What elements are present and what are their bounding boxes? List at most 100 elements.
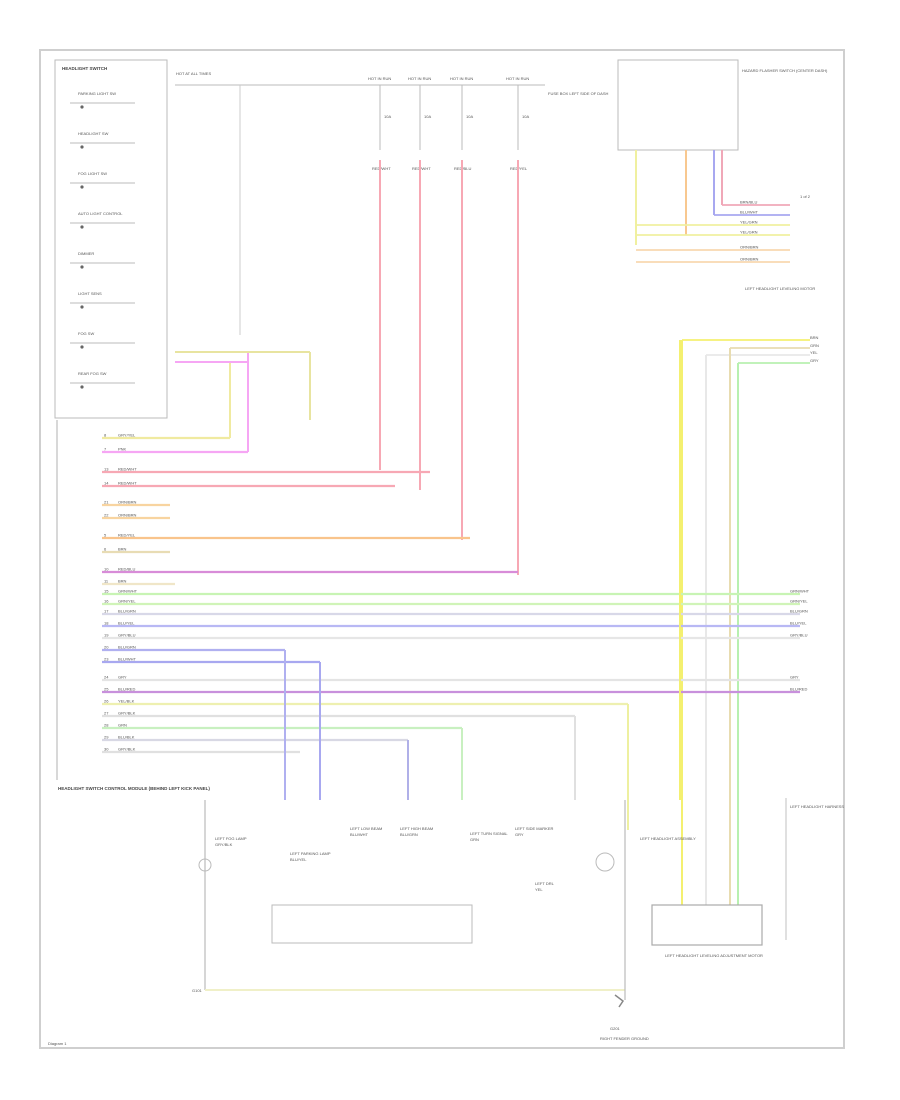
switch-contact-icon bbox=[80, 105, 84, 109]
module-pin-number: 27 bbox=[104, 711, 109, 716]
module-pin-number: 13 bbox=[104, 467, 109, 472]
module-pin-wire-label: BLU/YEL bbox=[118, 621, 135, 626]
module-pin-number: 20 bbox=[104, 645, 109, 650]
module-pin-wire-label: YEL/BLK bbox=[118, 699, 135, 704]
switch-contact-icon bbox=[80, 385, 84, 389]
component-wire-label: BLU/YEL bbox=[290, 857, 307, 862]
switch-item-label: FOG LIGHT SW bbox=[78, 171, 107, 176]
component-wire-label: YEL bbox=[535, 887, 543, 892]
module-pin-number: 29 bbox=[104, 735, 109, 740]
ground-label-g1: G101 bbox=[192, 988, 203, 993]
switch-item-label: AUTO LIGHT CONTROL bbox=[78, 211, 123, 216]
fuse-block-label: HOT AT ALL TIMES bbox=[176, 71, 211, 76]
right-connector-wire-label: GRN bbox=[810, 343, 819, 348]
fuse-block: HOT IN RUN 10A RED/WHT HOT IN RUN 10A RED/WHT… bbox=[175, 76, 545, 575]
module-pin-wire-label: GRY/BLK bbox=[118, 747, 136, 752]
component-label: LEFT FOG LAMP bbox=[215, 836, 247, 841]
component-wire-label: BLU/WHT bbox=[350, 832, 369, 837]
module-pin-number: 11 bbox=[104, 579, 109, 584]
switch-contact-icon bbox=[80, 225, 84, 229]
headlight-switch-box bbox=[54, 59, 168, 419]
module-pin-number: 5 bbox=[104, 533, 107, 538]
fuse-wire-label: RED/WHT bbox=[372, 166, 391, 171]
ground-symbol-icon bbox=[614, 994, 625, 1008]
right-connector-wire-label: YEL bbox=[810, 350, 818, 355]
hazard-switch-label: HAZARD FLASHER SWITCH (CENTER DASH) bbox=[742, 68, 828, 73]
module-pin-wire-label: GRN bbox=[118, 723, 127, 728]
switch-item-label: LIGHT SENS bbox=[78, 291, 102, 296]
leveling-motor-label: LEFT HEADLIGHT LEVELING ADJUSTMENT MOTOR bbox=[665, 953, 763, 958]
module-pin-wire-label: PNK bbox=[118, 447, 127, 452]
ground-label-g3: G201 bbox=[610, 1026, 621, 1031]
hazard-wire-label: YEL/GRN bbox=[740, 230, 758, 235]
component-label: LEFT LOW BEAM bbox=[350, 826, 382, 831]
module-pin-number: 30 bbox=[104, 747, 109, 752]
lamp-bulb-icon bbox=[595, 852, 615, 872]
switch-item-label: FOG SW bbox=[78, 331, 94, 336]
module-pin-wire-label: GRN/YEL bbox=[118, 599, 136, 604]
headlight-assembly-box bbox=[271, 904, 473, 944]
footer-label: Diagram 1 bbox=[48, 1041, 67, 1046]
module-pin-number: 8 bbox=[104, 433, 107, 438]
right-connector-label: LEFT HEADLIGHT LEVELING MOTOR bbox=[745, 286, 815, 291]
right-side-label: LEFT HEADLIGHT HARNESS bbox=[790, 804, 844, 809]
module-pin-number: 26 bbox=[104, 699, 109, 704]
fuse-rating: 10A bbox=[522, 114, 529, 119]
fuse-rating: 10A bbox=[424, 114, 431, 119]
leveling-motor-box bbox=[651, 904, 763, 946]
fuse-wire-label: RED/WHT bbox=[412, 166, 431, 171]
fuse-label: HOT IN RUN bbox=[408, 76, 431, 81]
switch-item-label: DIMMER bbox=[78, 251, 94, 256]
module-pin-wire-label: RED/BLU bbox=[118, 567, 135, 572]
right-bus-label: BLU/RED bbox=[790, 687, 807, 692]
module-pin-number: 28 bbox=[104, 723, 109, 728]
module-pin-wire-label: RED/YEL bbox=[118, 533, 136, 538]
hazard-switch-wires: BRN/BLUBLU/WHTYEL/GRNYEL/GRNORN/BRNORN/B… bbox=[635, 150, 819, 905]
component-label: LEFT PARKING LAMP bbox=[290, 851, 331, 856]
left-column-title: HEADLIGHT SWITCH bbox=[62, 66, 107, 71]
module-pin-number: 24 bbox=[104, 675, 109, 680]
switch-contact-icon bbox=[80, 345, 84, 349]
module-pin-wire-label: GRY/BLU bbox=[118, 633, 136, 638]
module-pin-wire-label: ORN/BRN bbox=[118, 513, 137, 518]
component-wire-label: GRY bbox=[515, 832, 524, 837]
module-pin-wire-label: BLU/GRN bbox=[118, 609, 136, 614]
module-pin-number: 23 bbox=[104, 657, 109, 662]
module-pin-wire-label: BLU/RED bbox=[118, 687, 135, 692]
module-pin-wire-label: GRN/WHT bbox=[118, 589, 138, 594]
module-pin-number: 15 bbox=[104, 589, 109, 594]
fuse-label: HOT IN RUN bbox=[368, 76, 391, 81]
ground-label-g4: RIGHT FENDER GROUND bbox=[600, 1036, 649, 1041]
module-pin-number: 22 bbox=[104, 513, 109, 518]
module-pin-number: 16 bbox=[104, 599, 109, 604]
right-connector-wire-label: BRN bbox=[810, 335, 819, 340]
hazard-wire-label: YEL/GRN bbox=[740, 220, 758, 225]
module-pin-wire-label: GRY bbox=[118, 675, 127, 680]
module-pin-wire-label: GRY/BLK bbox=[118, 711, 136, 716]
module-pin-wire-label: ORN/BRN bbox=[118, 500, 137, 505]
module-pin-number: 21 bbox=[104, 500, 109, 505]
component-wire-label: GRN bbox=[470, 837, 479, 842]
module-pin-number: 14 bbox=[104, 481, 109, 486]
fuse-label: HOT IN RUN bbox=[506, 76, 529, 81]
component-wire-label: BLU/GRN bbox=[400, 832, 418, 837]
hazard-switch-box bbox=[617, 59, 739, 151]
module-pin-wire-label: BLU/WHT bbox=[118, 657, 137, 662]
component-label: LEFT HIGH BEAM bbox=[400, 826, 433, 831]
component-label: LEFT SIDE MARKER bbox=[515, 826, 553, 831]
right-bus-label: GRY/BLU bbox=[790, 633, 808, 638]
right-bus-label: GRN/WHT bbox=[790, 589, 810, 594]
right-bus-label: GRY bbox=[790, 675, 799, 680]
diagram-frame bbox=[39, 49, 845, 1049]
hazard-wire-label: ORN/BRN bbox=[740, 257, 759, 262]
module-pin-wire-label: GRY/YEL bbox=[118, 433, 136, 438]
component-wire-label: GRY/BLK bbox=[215, 842, 233, 847]
hazard-wire-label: ORN/BRN bbox=[740, 245, 759, 250]
switch-item-label: HEADLIGHT SW bbox=[78, 131, 109, 136]
right-connector-wire-label: GRY bbox=[810, 358, 819, 363]
switch-contact-icon bbox=[80, 145, 84, 149]
fuse-block-note: FUSE BOX LEFT SIDE OF DASH bbox=[548, 91, 608, 96]
